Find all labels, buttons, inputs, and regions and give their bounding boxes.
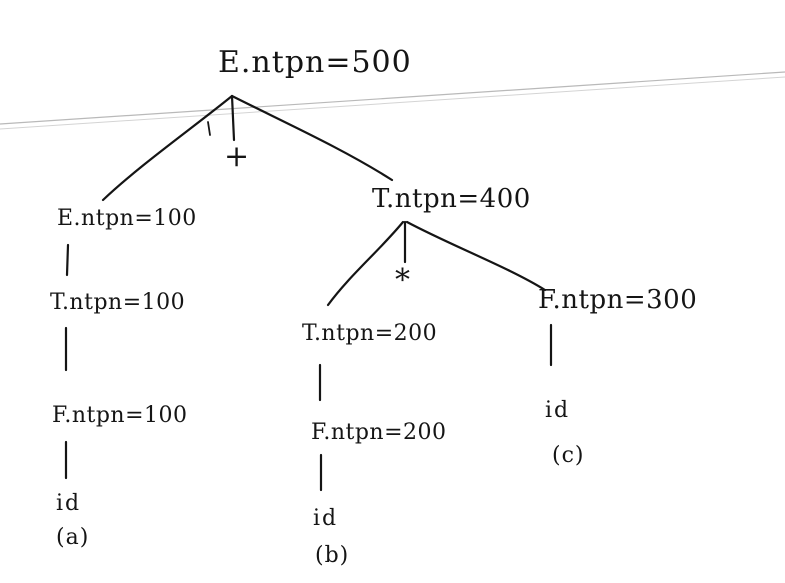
- label-b: (b): [315, 543, 350, 568]
- edge-root-to-right-t: [230, 94, 394, 182]
- page-rule-line: [0, 71, 785, 125]
- leaf-right-id-b: id: [313, 506, 339, 531]
- label-c: (c): [552, 443, 585, 468]
- stray-mark: [207, 121, 211, 136]
- edge-right-t-to-f3: [405, 220, 547, 292]
- node-left-f: F.ntpn=100: [52, 403, 188, 428]
- node-right-f2: F.ntpn=200: [311, 420, 447, 445]
- leaf-left-id: id: [56, 491, 82, 516]
- node-left-t: T.ntpn=100: [50, 290, 186, 315]
- leaf-right-id-c: id: [545, 398, 571, 423]
- page-rule-line-2: [0, 76, 785, 130]
- node-right-f3: F.ntpn=300: [538, 285, 698, 315]
- edge-root-to-plus: [230, 94, 236, 142]
- star-symbol: *: [395, 263, 410, 298]
- label-a: (a): [56, 525, 90, 550]
- plus-symbol: +: [224, 139, 250, 174]
- edge-right-t-to-t2: [326, 220, 405, 307]
- node-right-t: T.ntpn=400: [372, 184, 531, 214]
- node-left-e: E.ntpn=100: [57, 206, 197, 231]
- edge-root-to-left-e: [101, 94, 234, 202]
- node-root-e: E.ntpn=500: [218, 45, 412, 80]
- edge-left-e-to-t: [65, 243, 70, 277]
- node-right-t2: T.ntpn=200: [302, 321, 438, 346]
